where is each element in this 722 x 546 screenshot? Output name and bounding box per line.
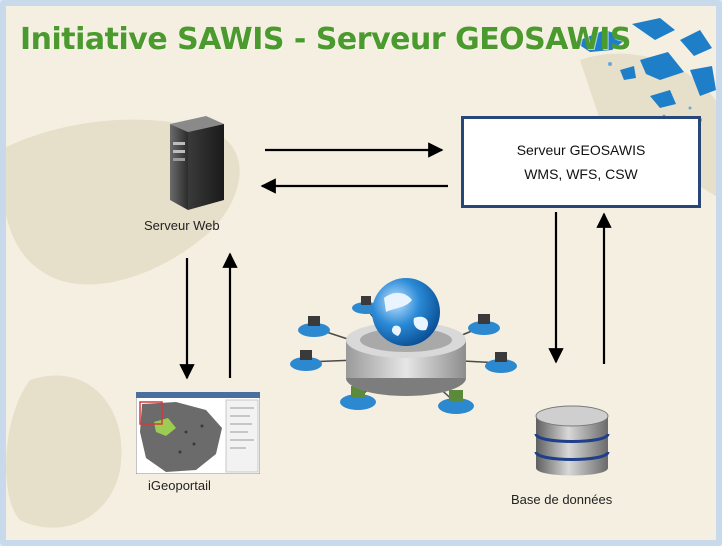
map-land-shape: [6, 375, 122, 528]
database-icon: [534, 405, 610, 476]
geosawis-server-services: WMS, WFS, CSW: [524, 166, 638, 182]
server-icon: [170, 116, 224, 210]
blue-map-fragments: [575, 18, 716, 108]
web-server-label: Serveur Web: [144, 218, 220, 233]
network-globe-icon: [290, 278, 517, 414]
database-label: Base de données: [511, 492, 613, 507]
slide-title: Initiative SAWIS - Serveur GEOSAWIS: [20, 22, 632, 57]
geoportal-label: iGeoportail: [148, 478, 211, 493]
geosawis-server-box: Serveur GEOSAWIS WMS, WFS, CSW: [461, 116, 701, 208]
geosawis-server-title: Serveur GEOSAWIS: [516, 142, 646, 158]
network-node: [290, 302, 517, 414]
geoportal-screenshot-icon: [136, 392, 260, 474]
